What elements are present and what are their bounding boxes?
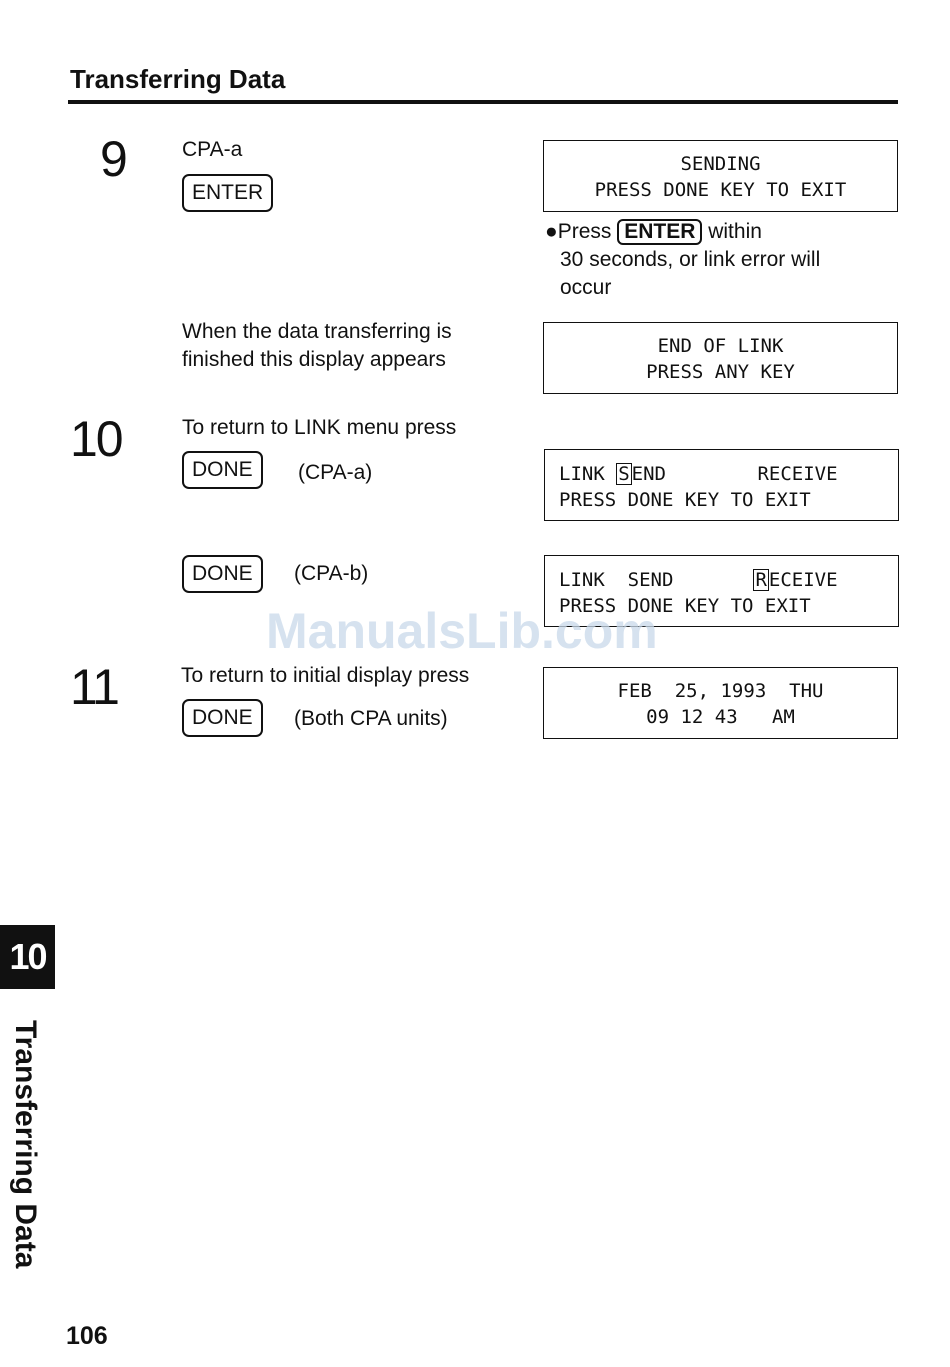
step-number-10: 10 [70,411,124,467]
lcd-display-sending: SENDING PRESS DONE KEY TO EXIT [543,140,898,212]
lcd-text: LINK [559,463,617,485]
lcd-line-1: END OF LINK [657,335,784,357]
lcd-line-2: PRESS ANY KEY [646,361,795,383]
lcd-line-2: PRESS DONE KEY TO EXIT [594,179,847,201]
watermark: ManualsLib.com [266,603,658,659]
lcd-line-2: PRESS DONE KEY TO EXIT [559,595,811,617]
done-key-b: DONE [182,555,263,593]
bullet: ● [545,220,558,243]
cursor-block: S [616,463,632,485]
lcd-line-2: PRESS DONE KEY TO EXIT [559,489,811,511]
unit-cpa-a: (CPA-a) [298,461,373,484]
step-9-label: CPA-a [182,138,243,161]
lcd-display-end-of-link: END OF LINK PRESS ANY KEY [543,322,898,394]
lcd-line-1: FEB 25, 1993 THU [617,680,824,702]
enter-key: ENTER [182,174,274,212]
finished-line-1: When the data transferring is [182,320,452,343]
lcd-display-initial: FEB 25, 1993 THU 09 12 43 AM [543,667,898,739]
done-key-label: DONE [182,555,263,593]
note-text-post: within [702,220,762,243]
enter-key-label: ENTER [182,174,274,212]
note-text-pre: Press [557,220,618,243]
lcd-text: LINK SEND [559,569,754,591]
lcd-line-2: 09 12 43 AM [646,706,795,728]
chapter-label: Transferring Data [9,1020,42,1269]
page-title: Transferring Data [70,64,286,94]
finished-text: When the data transferring is finished t… [182,318,452,374]
step-11-text: To return to initial display press [181,664,470,687]
lcd-text: END RECEIVE [631,463,838,485]
lcd-line-1: SENDING [680,153,761,175]
finished-line-2: finished this display appears [182,348,446,371]
chapter-tab: 10 [0,925,55,989]
unit-both: (Both CPA units) [294,707,448,730]
note-line-3: occur [560,276,612,299]
step-number-11: 11 [70,659,120,715]
done-key-both: DONE [182,699,263,737]
done-key-a: DONE [182,451,263,489]
unit-cpa-b: (CPA-b) [294,562,369,585]
step-10-text: To return to LINK menu press [182,416,457,439]
step-number-9: 9 [100,131,128,187]
cursor-block: R [753,569,769,591]
header-rule [68,100,898,104]
enter-key-inline: ENTER [617,219,703,245]
page-number: 106 [66,1322,108,1350]
note-line-2: 30 seconds, or link error will [560,248,821,271]
enter-note: ●Press ENTER within 30 seconds, or link … [545,218,885,302]
done-key-label: DONE [182,451,263,489]
done-key-label: DONE [182,699,263,737]
lcd-text: ECEIVE [768,569,838,591]
